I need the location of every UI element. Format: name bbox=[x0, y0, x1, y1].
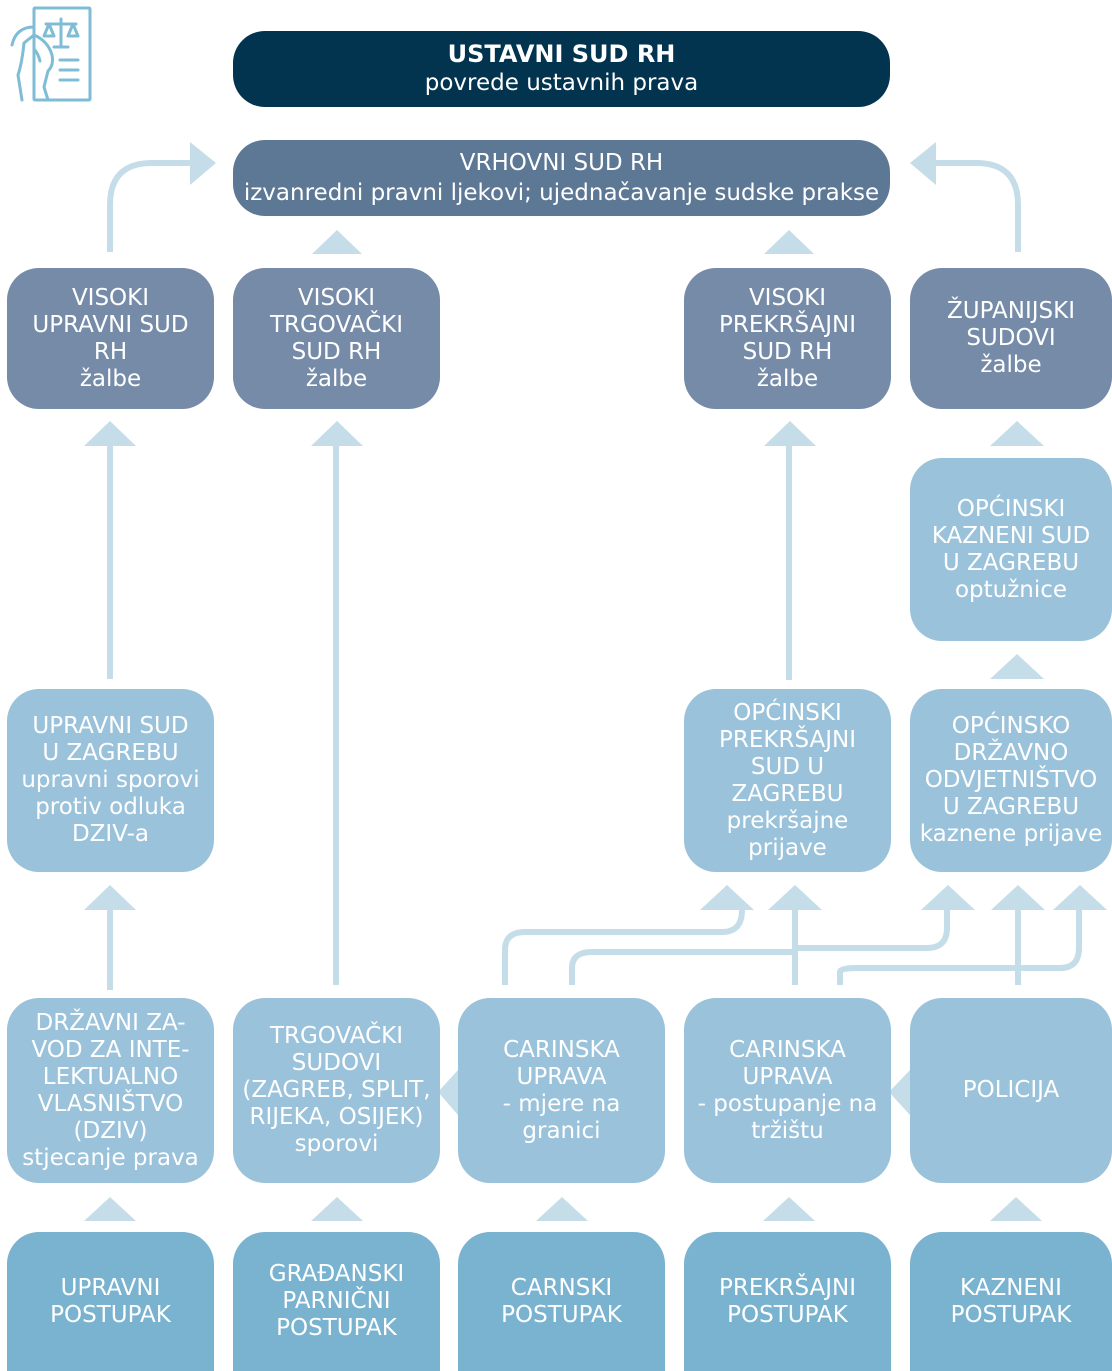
civil-procedure-box: GRAĐANSKI PARNIČNI POSTUPAK bbox=[233, 1232, 440, 1371]
criminal-procedure-box: KAZNENI POSTUPAK bbox=[910, 1232, 1112, 1371]
middle-title: OPĆINSKI PREKRŠAJNI SUD U ZAGREBU bbox=[719, 699, 856, 807]
middle-subtitle: kaznene prijave bbox=[919, 821, 1103, 847]
high-court-subtitle: žalbe bbox=[756, 365, 819, 392]
customs-procedure-box: CARNSKI POSTUPAK bbox=[458, 1232, 665, 1371]
procedure-label: GRAĐANSKI PARNIČNI POSTUPAK bbox=[268, 1261, 405, 1341]
procedure-label: PREKRŠAJNI POSTUPAK bbox=[719, 1274, 856, 1328]
middle-subtitle: upravni sporovi protiv odluka DZIV-a bbox=[21, 767, 200, 847]
customs-market-box: CARINSKA UPRAVA - postupanje na tržištu bbox=[684, 998, 891, 1183]
legal-document-scales-icon bbox=[10, 6, 92, 102]
high-administrative-court-box: VISOKI UPRAVNI SUD RH žalbe bbox=[7, 268, 214, 409]
administrative-court-zagreb-box: UPRAVNI SUD U ZAGREBU upravni sporovi pr… bbox=[7, 689, 214, 872]
commercial-courts-box: TRGOVAČKI SUDOVI (ZAGREB, SPLIT, RIJEKA,… bbox=[233, 998, 440, 1183]
first-instance-title: TRGOVAČKI SUDOVI (ZAGREB, SPLIT, RIJEKA,… bbox=[242, 1023, 431, 1130]
misdemeanour-procedure-box: PREKRŠAJNI POSTUPAK bbox=[684, 1232, 891, 1371]
high-court-title: VISOKI PREKRŠAJNI SUD RH bbox=[719, 284, 856, 365]
municipal-criminal-court-box: OPĆINSKI KAZNENI SUD U ZAGREBU optužnice bbox=[910, 458, 1112, 641]
procedure-label: KAZNENI POSTUPAK bbox=[950, 1274, 1072, 1328]
first-instance-title: POLICIJA bbox=[962, 1077, 1060, 1103]
high-court-title: ŽUPANIJSKI SUDOVI bbox=[947, 298, 1075, 351]
first-instance-subtitle: - postupanje na tržištu bbox=[697, 1090, 878, 1144]
ip-office-dziv-box: DRŽAVNI ZA- VOD ZA INTE- LEKTUALNO VLASN… bbox=[7, 998, 214, 1183]
high-court-subtitle: žalbe bbox=[79, 365, 142, 392]
high-court-title: VISOKI UPRAVNI SUD RH bbox=[32, 284, 189, 365]
municipal-state-attorney-box: OPĆINSKO DRŽAVNO ODVJETNIŠTVO U ZAGREBU … bbox=[910, 689, 1112, 872]
municipal-criminal-court-subtitle: optužnice bbox=[954, 576, 1068, 603]
supreme-court-title: VRHOVNI SUD RH bbox=[459, 150, 664, 176]
middle-title: UPRAVNI SUD U ZAGREBU bbox=[32, 713, 189, 766]
first-instance-title: DRŽAVNI ZA- VOD ZA INTE- LEKTUALNO VLASN… bbox=[31, 1009, 190, 1144]
high-court-title: VISOKI TRGOVAČKI SUD RH bbox=[269, 284, 404, 365]
municipal-misdemeanour-court-box: OPĆINSKI PREKRŠAJNI SUD U ZAGREBU prekrš… bbox=[684, 689, 891, 872]
high-court-subtitle: žalbe bbox=[305, 365, 368, 392]
first-instance-subtitle: stjecanje prava bbox=[22, 1144, 199, 1171]
police-box: POLICIJA bbox=[910, 998, 1112, 1183]
supreme-court-subtitle: izvanredni pravni ljekovi; ujednačavanje… bbox=[243, 180, 880, 206]
middle-subtitle: prekršajne prijave bbox=[726, 807, 849, 861]
procedure-label: UPRAVNI POSTUPAK bbox=[50, 1274, 171, 1328]
municipal-criminal-court-title: OPĆINSKI KAZNENI SUD U ZAGREBU bbox=[931, 495, 1091, 576]
first-instance-title: CARINSKA UPRAVA bbox=[503, 1036, 620, 1090]
supreme-court-box: VRHOVNI SUD RH izvanredni pravni ljekovi… bbox=[233, 140, 890, 216]
county-courts-box: ŽUPANIJSKI SUDOVI žalbe bbox=[910, 268, 1112, 409]
high-court-subtitle: žalbe bbox=[980, 352, 1042, 378]
constitutional-court-title: USTAVNI SUD RH bbox=[447, 40, 676, 68]
constitutional-court-subtitle: povrede ustavnih prava bbox=[424, 70, 699, 96]
first-instance-title: CARINSKA UPRAVA bbox=[729, 1036, 846, 1090]
constitutional-court-box: USTAVNI SUD RH povrede ustavnih prava bbox=[233, 31, 890, 107]
administrative-procedure-box: UPRAVNI POSTUPAK bbox=[7, 1232, 214, 1371]
procedure-label: CARNSKI POSTUPAK bbox=[501, 1274, 622, 1328]
middle-title: OPĆINSKO DRŽAVNO ODVJETNIŠTVO U ZAGREBU bbox=[924, 713, 1098, 820]
high-commercial-court-box: VISOKI TRGOVAČKI SUD RH žalbe bbox=[233, 268, 440, 409]
first-instance-subtitle: - mjere na granici bbox=[502, 1090, 621, 1144]
high-misdemeanour-court-box: VISOKI PREKRŠAJNI SUD RH žalbe bbox=[684, 268, 891, 409]
customs-border-box: CARINSKA UPRAVA - mjere na granici bbox=[458, 998, 665, 1183]
first-instance-subtitle: sporovi bbox=[294, 1131, 379, 1157]
